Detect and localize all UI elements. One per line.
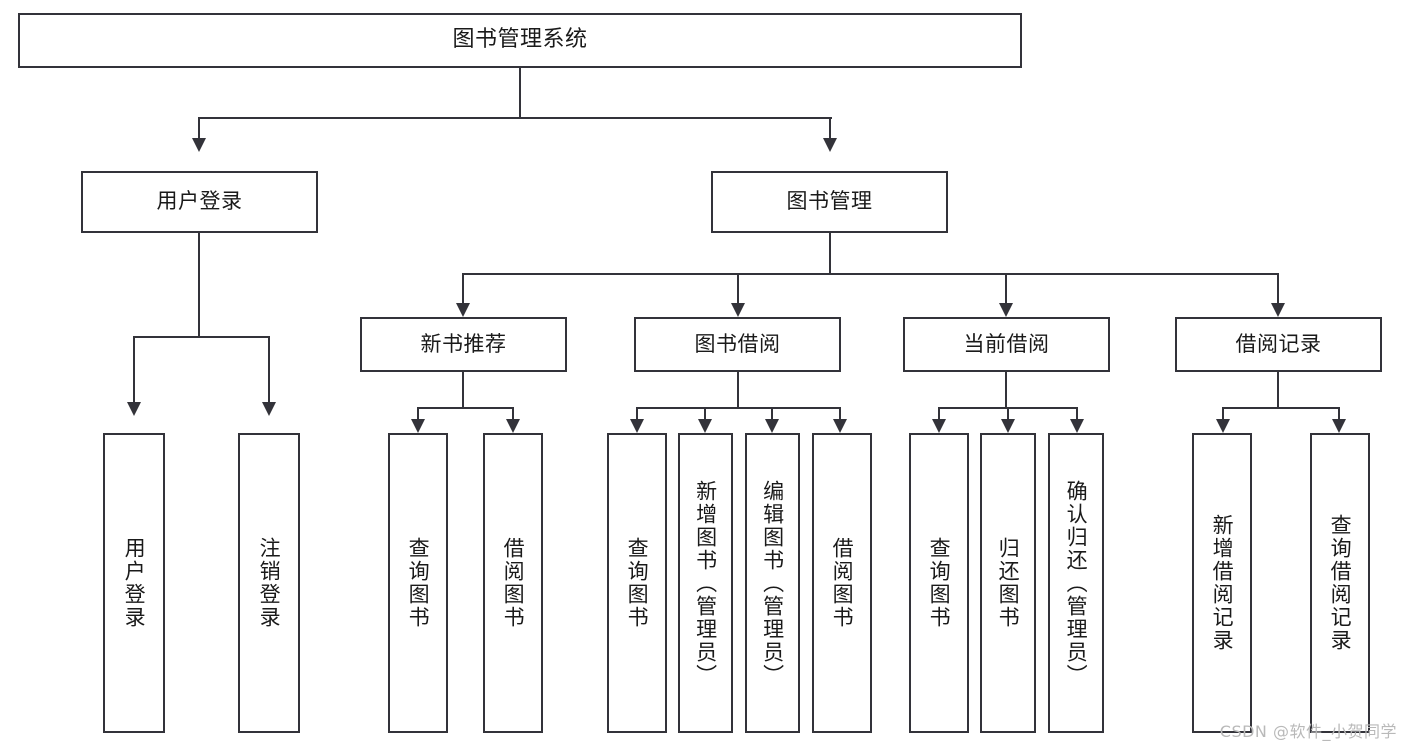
connector-cb-to-leaf-1	[938, 407, 940, 421]
arrowhead-bb-leaf-1	[630, 419, 644, 433]
node-label: 新增借阅记录	[1210, 514, 1235, 652]
connector-root-to-book-management	[829, 117, 831, 140]
connector-root-to-user-login	[198, 117, 200, 140]
connector-borrow-record-stem	[1277, 372, 1279, 407]
arrowhead-bb-leaf-4	[833, 419, 847, 433]
node-user-login[interactable]: 用户登录	[81, 171, 318, 233]
arrowhead-new-book-leaf-2	[506, 419, 520, 433]
connector-user-login-to-leaf-2	[268, 336, 270, 404]
leaf-book-borrow-borrow-book[interactable]: 借阅图书	[812, 433, 872, 733]
node-label: 图书管理系统	[452, 27, 588, 53]
connector-root-bus	[198, 117, 832, 119]
node-label: 新增图书（管理员）	[693, 479, 718, 687]
node-label: 新书推荐	[420, 331, 507, 356]
connector-bb-to-leaf-1	[636, 407, 638, 421]
connector-bb-to-leaf-2	[704, 407, 706, 421]
node-label: 图书借阅	[694, 331, 781, 356]
connector-cb-to-leaf-3	[1076, 407, 1078, 421]
connector-root-stem	[519, 68, 521, 117]
arrowhead-cb-leaf-3	[1070, 419, 1084, 433]
watermark: CSDN @软件_小贺同学	[1219, 722, 1397, 741]
connector-new-book-to-leaf-2	[512, 407, 514, 421]
leaf-current-borrow-query-book[interactable]: 查询图书	[909, 433, 969, 733]
node-root-book-management-system[interactable]: 图书管理系统	[18, 13, 1022, 68]
node-label: 当前借阅	[963, 331, 1050, 356]
node-label: 借阅图书	[501, 537, 526, 629]
node-label: 借阅图书	[830, 537, 855, 629]
node-label: 借阅记录	[1235, 331, 1322, 356]
node-label: 查询图书	[927, 537, 952, 629]
connector-borrow-record-bus	[1222, 407, 1340, 409]
leaf-borrow-record-add-record[interactable]: 新增借阅记录	[1192, 433, 1252, 733]
arrowhead-br-leaf-2	[1332, 419, 1346, 433]
arrowhead-cb-leaf-2	[1001, 419, 1015, 433]
leaf-book-borrow-query-book[interactable]: 查询图书	[607, 433, 667, 733]
connector-book-management-bus	[462, 273, 1279, 275]
arrowhead-root-to-user-login	[192, 138, 206, 152]
leaf-book-borrow-edit-book-admin[interactable]: 编辑图书（管理员）	[745, 433, 800, 733]
leaf-new-book-query-book[interactable]: 查询图书	[388, 433, 448, 733]
connector-bm-to-book-borrow	[737, 273, 739, 305]
arrowhead-bm-new-book	[456, 303, 470, 317]
node-label: 查询图书	[406, 537, 431, 629]
arrowhead-cb-leaf-1	[932, 419, 946, 433]
node-label: 查询借阅记录	[1328, 514, 1353, 652]
connector-bm-to-current-borrow	[1005, 273, 1007, 305]
arrowhead-bb-leaf-3	[765, 419, 779, 433]
connector-br-to-leaf-2	[1338, 407, 1340, 421]
node-new-book-recommend[interactable]: 新书推荐	[360, 317, 567, 372]
leaf-user-login-login[interactable]: 用户登录	[103, 433, 165, 733]
node-label: 注销登录	[257, 537, 282, 629]
arrowhead-bb-leaf-2	[698, 419, 712, 433]
connector-book-borrow-bus	[636, 407, 841, 409]
node-current-borrow[interactable]: 当前借阅	[903, 317, 1110, 372]
arrowhead-user-login-leaf-1	[127, 402, 141, 416]
arrowhead-bm-current-borrow	[999, 303, 1013, 317]
connector-cb-to-leaf-2	[1007, 407, 1009, 421]
leaf-user-login-logout[interactable]: 注销登录	[238, 433, 300, 733]
connector-book-management-stem	[829, 233, 831, 273]
arrowhead-bm-borrow-record	[1271, 303, 1285, 317]
arrowhead-root-to-book-management	[823, 138, 837, 152]
node-book-management[interactable]: 图书管理	[711, 171, 948, 233]
connector-user-login-to-leaf-1	[133, 336, 135, 404]
leaf-current-borrow-confirm-return-admin[interactable]: 确认归还（管理员）	[1048, 433, 1104, 733]
arrowhead-bm-book-borrow	[731, 303, 745, 317]
node-book-borrow[interactable]: 图书借阅	[634, 317, 841, 372]
connector-new-book-stem	[462, 372, 464, 407]
arrowhead-br-leaf-1	[1216, 419, 1230, 433]
node-label: 用户登录	[122, 537, 147, 629]
node-label: 用户登录	[156, 189, 243, 214]
connector-bb-to-leaf-4	[839, 407, 841, 421]
leaf-book-borrow-add-book-admin[interactable]: 新增图书（管理员）	[678, 433, 733, 733]
leaf-current-borrow-return-book[interactable]: 归还图书	[980, 433, 1036, 733]
node-borrow-record[interactable]: 借阅记录	[1175, 317, 1382, 372]
node-label: 图书管理	[786, 189, 873, 214]
node-label: 编辑图书（管理员）	[760, 479, 785, 687]
connector-current-borrow-stem	[1005, 372, 1007, 407]
leaf-new-book-borrow-book[interactable]: 借阅图书	[483, 433, 543, 733]
leaf-borrow-record-query-record[interactable]: 查询借阅记录	[1310, 433, 1370, 733]
connector-user-login-stem	[198, 233, 200, 336]
node-label: 查询图书	[625, 537, 650, 629]
connector-br-to-leaf-1	[1222, 407, 1224, 421]
connector-bm-to-new-book	[462, 273, 464, 305]
arrowhead-new-book-leaf-1	[411, 419, 425, 433]
arrowhead-user-login-leaf-2	[262, 402, 276, 416]
connector-bb-to-leaf-3	[771, 407, 773, 421]
connector-new-book-to-leaf-1	[417, 407, 419, 421]
node-label: 确认归还（管理员）	[1064, 479, 1089, 687]
connector-user-login-bus	[133, 336, 270, 338]
connector-book-borrow-stem	[737, 372, 739, 407]
node-label: 归还图书	[996, 537, 1021, 629]
connector-bm-to-borrow-record	[1277, 273, 1279, 305]
connector-new-book-bus	[417, 407, 514, 409]
